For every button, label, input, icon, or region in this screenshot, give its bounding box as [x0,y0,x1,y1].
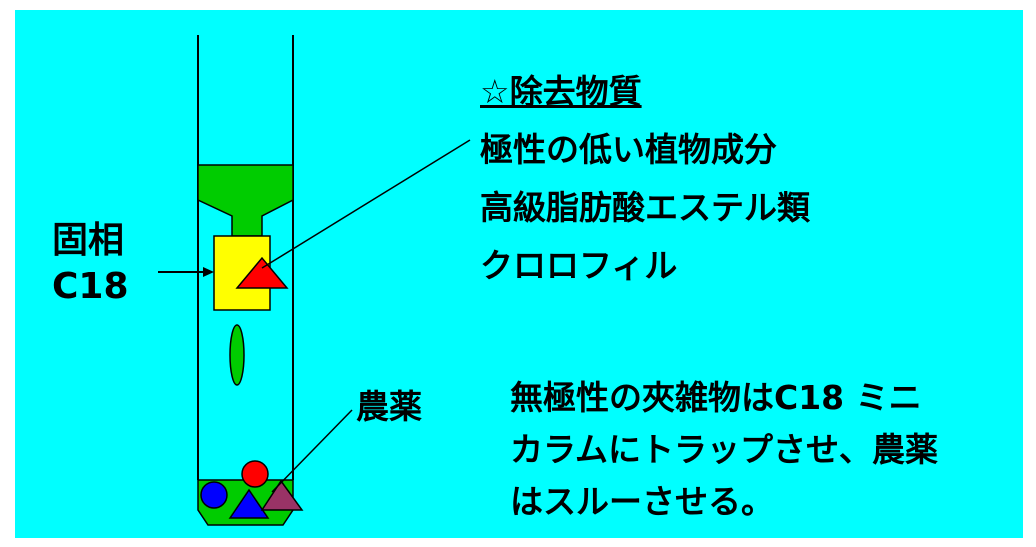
solid-phase-arrowhead [203,267,214,277]
note-line: カラムにトラップさせ、農薬 [510,430,939,469]
removed-substances: ☆除去物質 極性の低い植物成分 高級脂肪酸エステル類 クロロフィル [480,63,810,295]
blue-triangle-particle [228,488,270,519]
red-circle-particle [241,460,269,488]
removed-substance-item: 極性の低い植物成分 [480,130,777,169]
removed-substance-item: 高級脂肪酸エステル類 [480,188,810,227]
green-frit [197,164,294,237]
solid-phase-label-line2: C18 [52,266,129,307]
pesticide-leader-line [271,409,353,493]
note-line: 無極性の夾雑物はC18 ミニ [510,378,922,417]
background-panel [15,10,1023,538]
pesticide-label: 農薬 [356,387,422,426]
solid-phase-label: 固相 C18 [52,218,129,310]
removed-substance-item: クロロフィル [480,246,678,285]
solid-phase-label-line1: 固相 [52,220,125,261]
green-particle [229,324,245,386]
removed-substances-heading: ☆除去物質 [480,72,642,111]
note-line: はスルーさせる。 [510,482,774,521]
blue-circle-particle [200,481,228,509]
explanation-note: 無極性の夾雑物はC18 ミニ カラムにトラップさせ、農薬 はスルーさせる。 [510,372,938,528]
red-triangle-retained [235,256,289,289]
purple-triangle-particle [260,479,304,511]
removed-leader-line [261,139,471,269]
